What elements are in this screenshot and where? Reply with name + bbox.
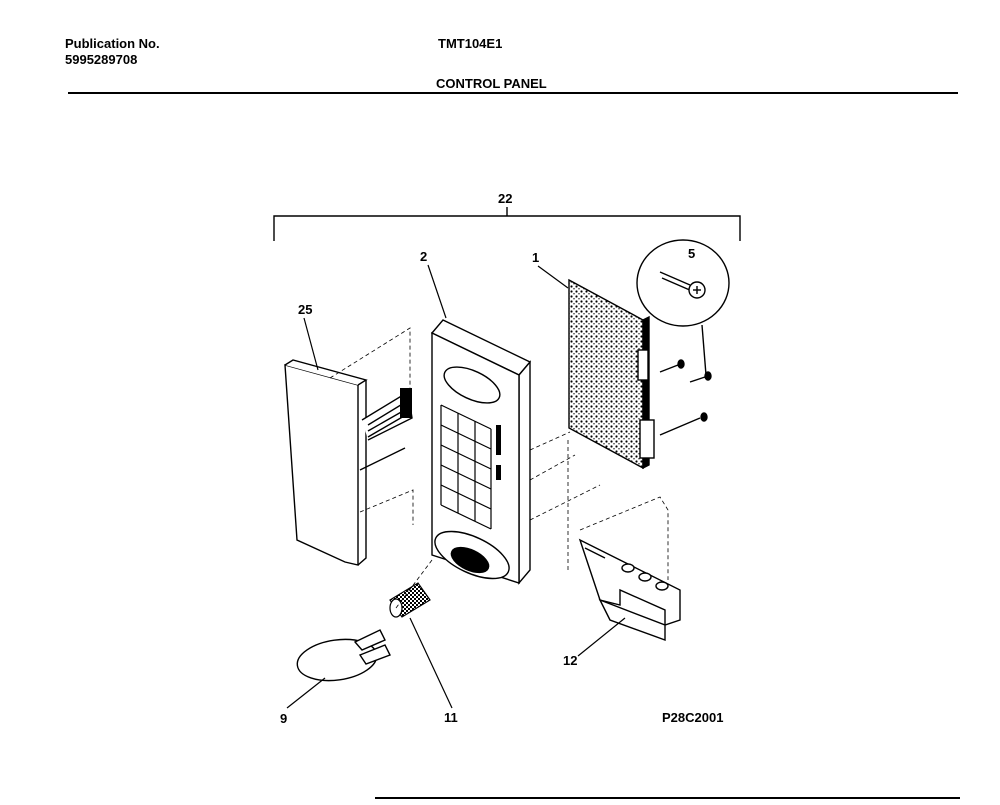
- leader-overlay: [303, 317, 319, 371]
- callout-spring: 11: [444, 710, 458, 725]
- callout-overlay: 25: [298, 302, 312, 317]
- callout-screw: 5: [688, 246, 695, 261]
- bracket-guides: [579, 496, 669, 580]
- callout-knob: 9: [280, 711, 287, 726]
- display-window: [496, 425, 501, 480]
- header-rule: [68, 92, 958, 94]
- overlay-panel: [284, 359, 413, 566]
- leader-knob: [286, 677, 326, 709]
- screw-detail-bubble: [636, 239, 730, 376]
- model-number: TMT104E1: [438, 36, 503, 51]
- footer-rule: [375, 797, 960, 799]
- keypad-grid: [440, 404, 492, 530]
- publication-number: 5995289708: [65, 52, 138, 67]
- knob: [296, 629, 391, 682]
- leader-pcb: [537, 265, 569, 289]
- circuit-board: [568, 278, 655, 470]
- spring-coil: [389, 582, 431, 618]
- diagram-code: P28C2001: [662, 710, 723, 725]
- assembly-bracket: [273, 207, 741, 241]
- callout-assembly: 22: [498, 191, 512, 206]
- callout-pcb: 1: [532, 250, 539, 265]
- screws: [659, 359, 712, 436]
- publication-label: Publication No.: [65, 36, 160, 51]
- leader-spring: [409, 617, 453, 709]
- callout-panel: 2: [420, 249, 427, 264]
- pcb-guides: [529, 431, 601, 570]
- spring-guide: [395, 559, 433, 609]
- overlay-guides: [329, 327, 414, 525]
- leader-panel: [427, 264, 447, 319]
- callout-bracket: 12: [563, 653, 577, 668]
- section-title: CONTROL PANEL: [436, 76, 547, 91]
- control-panel-frame: [430, 319, 532, 585]
- leader-bracket: [577, 617, 626, 657]
- mounting-bracket: [578, 538, 681, 641]
